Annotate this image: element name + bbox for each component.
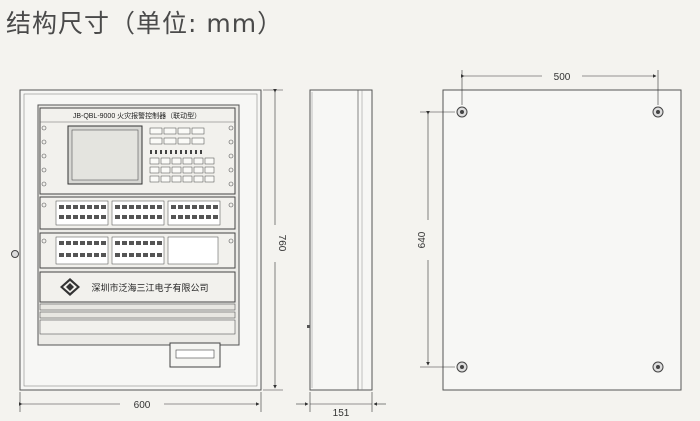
mounting-view: 500 640 [417,70,682,391]
front-width-label: 600 [134,400,151,411]
rack-holes [41,125,234,187]
back-outline [442,89,682,391]
function-keys [149,157,215,183]
door-lock-icon [11,250,19,258]
company-name: 深圳市泛海三江电子有限公司 [91,282,208,294]
mounting-holes [456,106,664,373]
mount-height-label: 640 [417,231,428,248]
side-outline [309,89,373,391]
side-view: 151 [296,89,386,419]
module-row-1-blocks [55,200,221,226]
side-depth-label: 151 [333,408,350,419]
panel-model-label: JB-QBL-9000 火灾报警控制器（联动型） [73,111,201,120]
led-row [150,150,202,154]
page-title: 结构尺寸（单位: mm） [6,9,284,38]
keypad [149,127,205,145]
company-logo-icon [60,278,80,296]
front-view: JB-QBL-9000 火灾报警控制器（联动型） [11,89,287,412]
module-row-1-keys [59,205,218,219]
front-height-label: 760 [276,235,287,252]
module-row-2-keys [59,241,162,257]
mount-width-label: 500 [554,72,571,83]
